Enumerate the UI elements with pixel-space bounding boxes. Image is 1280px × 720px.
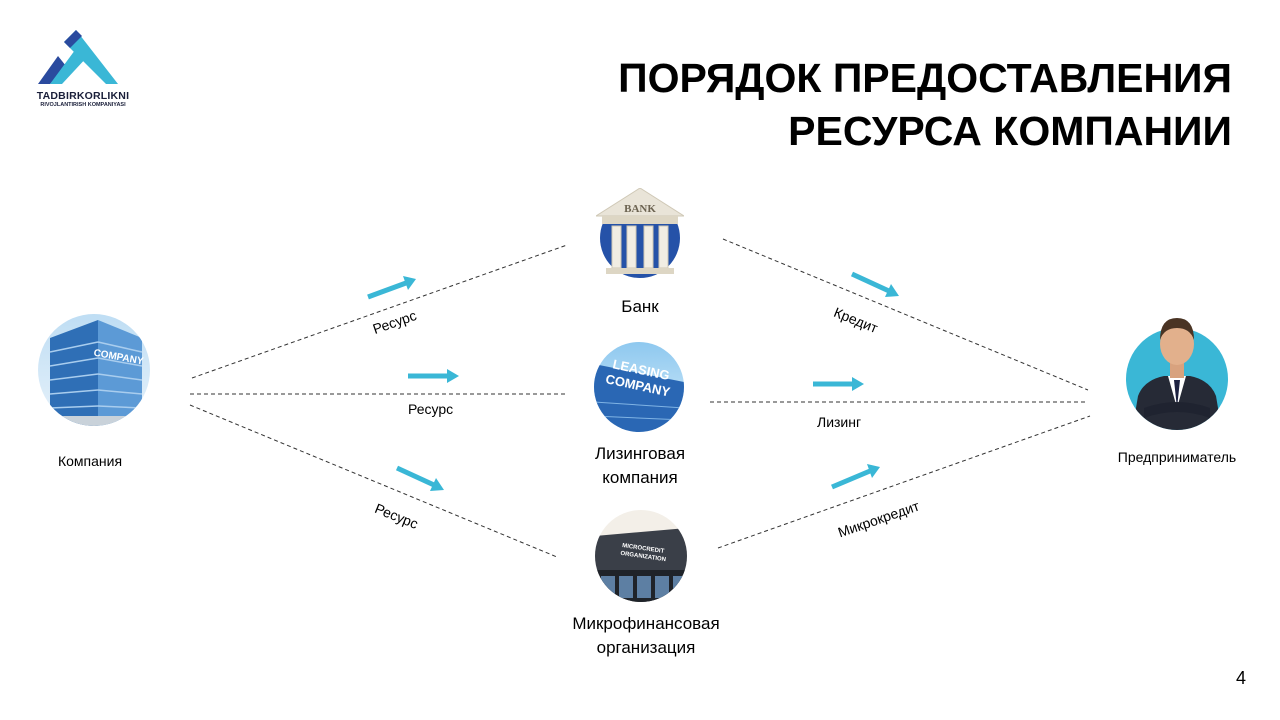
arrow-resource-bank [367, 276, 416, 300]
node-label-leasing-line-2: компания [602, 468, 678, 487]
page-number: 4 [1235, 668, 1246, 688]
node-label-company: Компания [57, 453, 123, 469]
arrow-resource-leasing [408, 369, 459, 383]
company-logo: TADBIRKORLIKNI RIVOJLANTIRISH KOMPANIYAS… [28, 28, 138, 113]
entrepreneur-person-image [1126, 318, 1228, 430]
edge-label-leasing: Лизинг [817, 414, 862, 430]
company-building-image: COMPANY [38, 314, 150, 426]
title-line-2: РЕСУРСА КОМПАНИИ [788, 108, 1232, 154]
edge-bank-entrepreneur [722, 238, 1089, 391]
logo-house-icon [38, 30, 118, 84]
logo-name: TADBIRKORLIKNI [36, 90, 130, 102]
micro-sign-text-1: MICROCREDIT [622, 543, 665, 555]
microcredit-organization-image: MICROCREDIT ORGANIZATION [595, 510, 687, 602]
edge-company-micro [189, 404, 558, 558]
node-label-micro-line-2: организация [596, 638, 696, 657]
arrow-credit [850, 271, 899, 297]
node-label-micro-line-1: Микрофинансовая [572, 614, 720, 633]
bank-building-image: BANK [596, 188, 684, 278]
leasing-company-image: LEASING COMPANY [594, 342, 684, 432]
arrow-microcredit [831, 464, 880, 490]
node-label-leasing-line-1: Лизинговая [594, 444, 686, 463]
node-label-entrepreneur: Предприниматель [1117, 449, 1237, 465]
arrow-leasing [813, 377, 864, 391]
edge-company-bank [191, 244, 568, 379]
node-label-micro: Микрофинансовая организация [546, 612, 746, 660]
edge-micro-entrepreneur [717, 415, 1091, 549]
page-title: ПОРЯДОК ПРЕДОСТАВЛЕНИЯ РЕСУРСА КОМПАНИИ [472, 52, 1232, 158]
bank-sign-text: BANK [624, 203, 656, 215]
arrow-resource-micro [395, 465, 444, 491]
title-line-1: ПОРЯДОК ПРЕДОСТАВЛЕНИЯ [618, 55, 1232, 101]
node-label-leasing: Лизинговая компания [560, 442, 720, 490]
edge-label-resource-leasing: Ресурс [408, 401, 454, 417]
logo-subtitle: RIVOJLANTIRISH KOMPANIYASI [40, 102, 126, 108]
node-label-bank: Банк [621, 297, 659, 316]
